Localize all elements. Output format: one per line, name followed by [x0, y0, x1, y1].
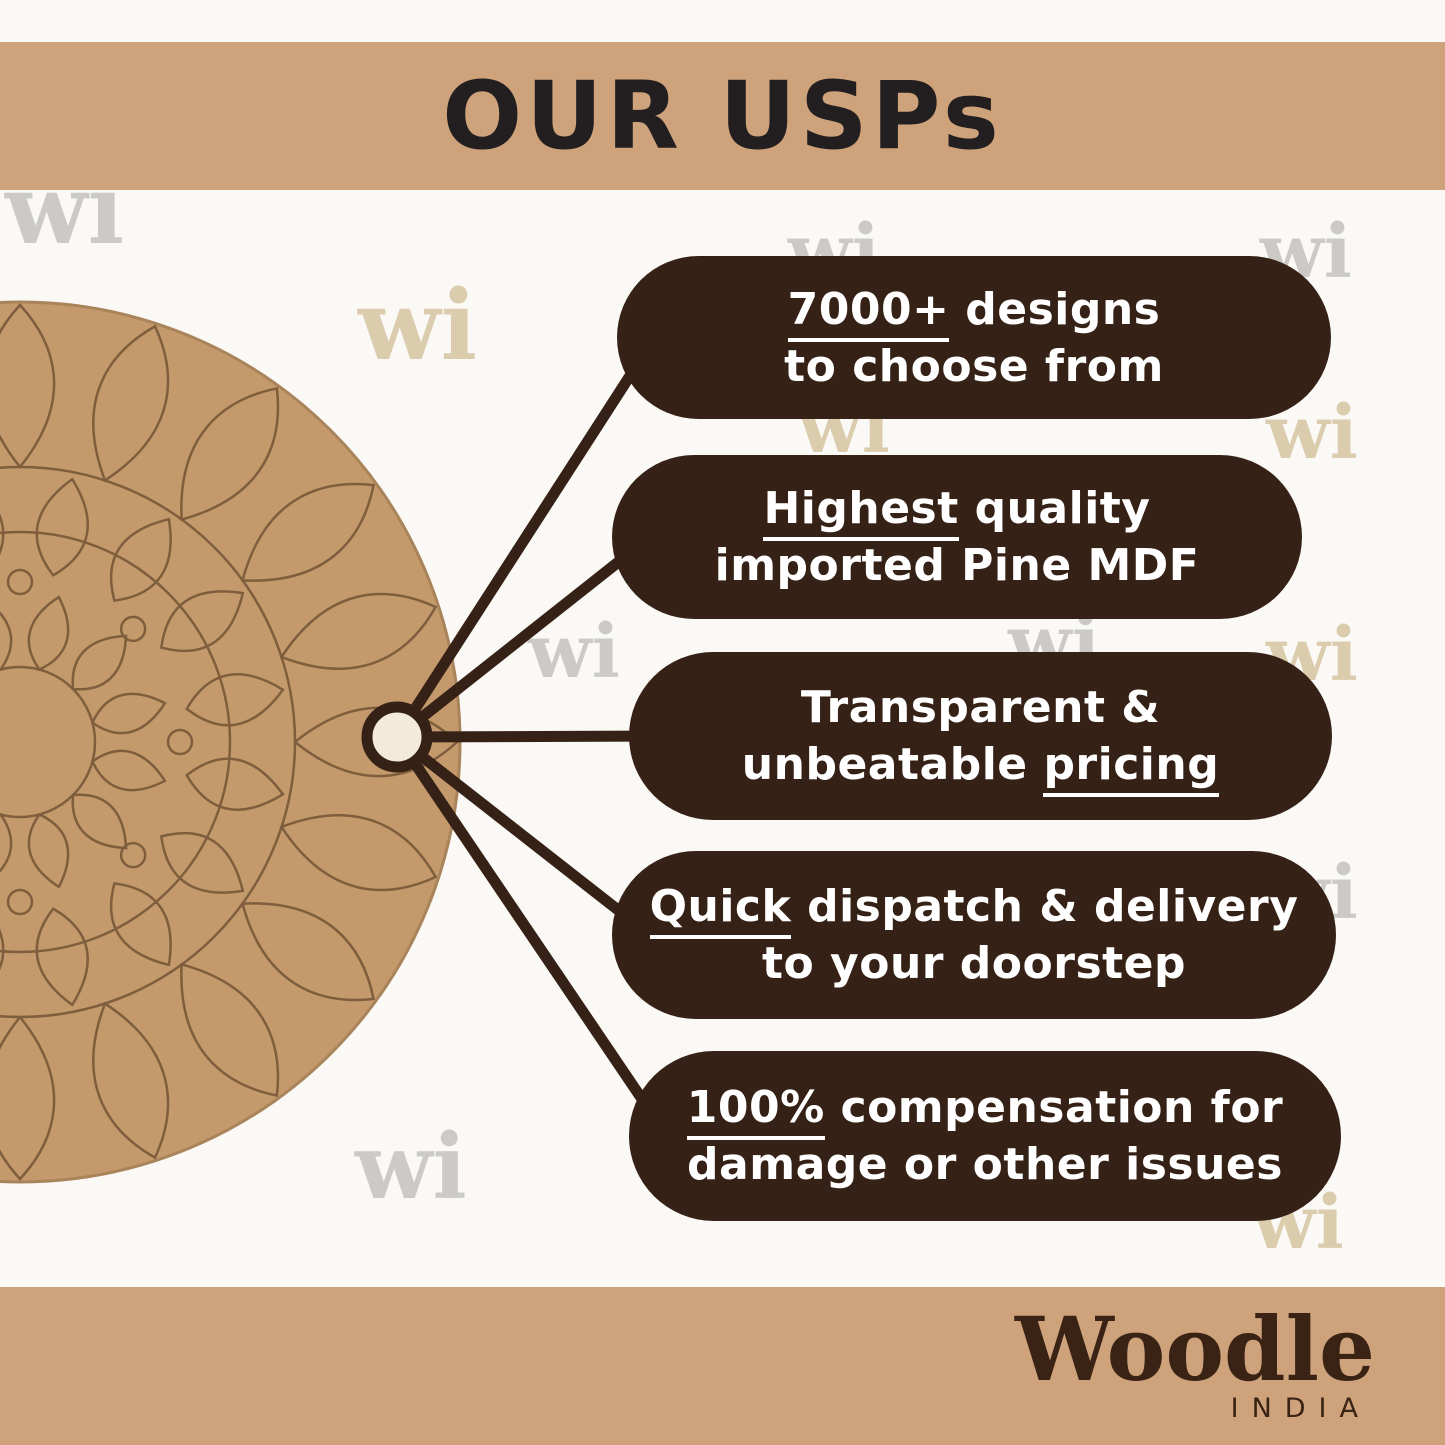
usp-text-underlined: Quick	[649, 881, 792, 939]
usp-text-segment: compensation for	[824, 1082, 1284, 1133]
usp-text-underlined: Highest	[763, 483, 959, 541]
usp-line: Quick dispatch & delivery	[649, 878, 1299, 939]
usp-text-underlined: 7000+	[787, 283, 950, 342]
usp-text-segment: unbeatable	[741, 739, 1044, 790]
usp-text-segment: Transparent &	[800, 682, 1161, 733]
usp-text-segment: damage or other issues	[687, 1139, 1283, 1190]
usp-line: to choose from	[784, 338, 1164, 395]
connector-line	[391, 531, 656, 743]
usp-pill-dispatch: Quick dispatch & delivery to your doorst…	[612, 851, 1336, 1019]
usp-line: unbeatable pricing	[741, 736, 1220, 797]
brand-name: Woodle	[1015, 1297, 1375, 1401]
usp-text-segment: dispatch & delivery	[791, 881, 1299, 932]
usp-pill-pricing: Transparent & unbeatable pricing	[629, 652, 1332, 820]
usp-text-segment: imported Pine MDF	[714, 540, 1200, 591]
connector-line	[391, 730, 673, 743]
usp-line: damage or other issues	[687, 1136, 1283, 1193]
connector-hub-node	[361, 701, 433, 773]
usp-line: imported Pine MDF	[715, 537, 1200, 594]
connector-line	[391, 331, 661, 743]
brand-country: INDIA	[1230, 1393, 1371, 1424]
usp-line: Transparent &	[801, 679, 1160, 736]
usp-line: Highest quality	[763, 480, 1151, 541]
usp-pill-compensation: 100% compensation for damage or other is…	[629, 1051, 1341, 1221]
mandala-line-art	[0, 303, 459, 1181]
usp-pill-designs: 7000+ designs to choose from	[617, 256, 1331, 419]
connector-lines	[391, 331, 673, 1142]
usp-text-segment: quality	[958, 483, 1151, 534]
usp-text-underlined: 100%	[686, 1082, 825, 1140]
usp-line: 7000+ designs	[787, 281, 1161, 342]
connector-line	[391, 731, 656, 941]
header-band: OUR USPs	[0, 42, 1445, 190]
watermark-wi: wi	[355, 1114, 467, 1220]
usp-text-segment: to choose from	[784, 340, 1164, 392]
usp-text-underlined: pricing	[1043, 739, 1220, 797]
footer-band: Woodle INDIA	[0, 1287, 1445, 1445]
usp-pill-quality: Highest quality imported Pine MDF	[612, 455, 1302, 619]
brand-logo: Woodle INDIA	[1015, 1297, 1375, 1424]
connector-line	[391, 731, 673, 1142]
usp-line: 100% compensation for	[686, 1079, 1284, 1140]
usp-text-segment: to your doorstep	[761, 938, 1187, 989]
watermark-wi: wi	[358, 269, 478, 382]
usp-text-segment: designs	[949, 283, 1161, 335]
page-title: OUR USPs	[442, 61, 1003, 171]
usp-line: to your doorstep	[762, 935, 1186, 992]
